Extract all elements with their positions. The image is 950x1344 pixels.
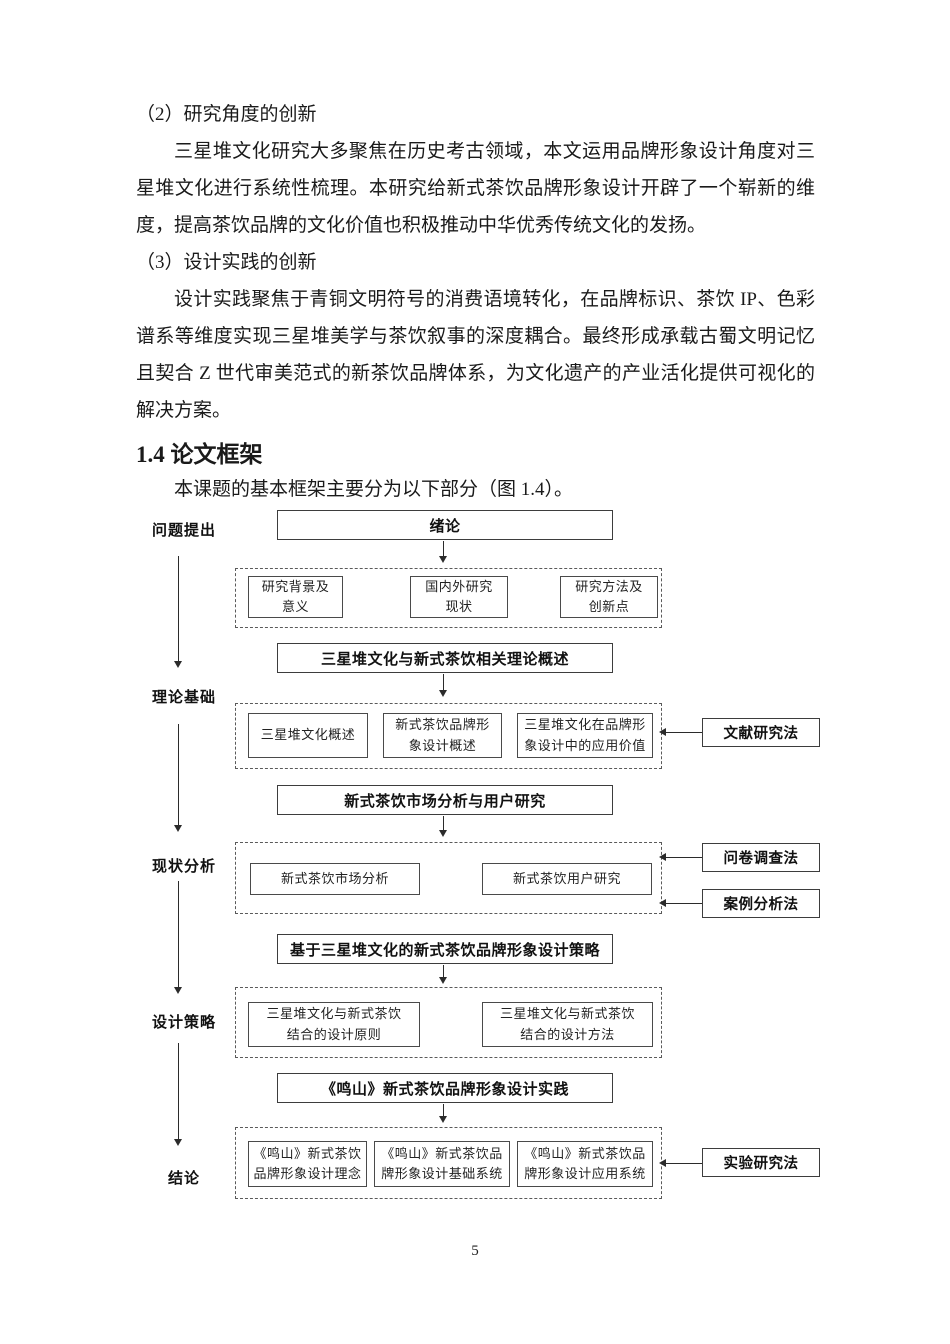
method-box-questionnaire: 问卷调查法 bbox=[702, 843, 820, 872]
section-heading: 1.4 论文框架 bbox=[136, 442, 263, 467]
flow-sub-application-value: 三星堆文化在品牌形象设计中的应用价值 bbox=[517, 713, 653, 758]
stage-label-analysis: 现状分析 bbox=[151, 858, 216, 875]
flow-sub-design-methods: 三星堆文化与新式茶饮结合的设计方法 bbox=[482, 1002, 653, 1047]
down-arrow-3 bbox=[438, 816, 447, 837]
framework-diagram: 问题提出 理论基础 现状分析 设计策略 结论 绪论 研究背景及意义 国内外研究现… bbox=[0, 505, 950, 1220]
para2-title: （2）研究角度的创新 bbox=[136, 104, 317, 125]
stage-label-conclusion: 结论 bbox=[167, 1170, 200, 1187]
stage-arrow-1 bbox=[173, 556, 182, 668]
left-arrow-literature bbox=[659, 727, 702, 736]
flow-sub-tea-brand-overview: 新式茶饮品牌形象设计概述 bbox=[383, 713, 502, 758]
method-box-literature: 文献研究法 bbox=[702, 718, 820, 747]
flow-sub-design-principles: 三星堆文化与新式茶饮结合的设计原则 bbox=[248, 1002, 420, 1047]
stage-arrow-3 bbox=[173, 881, 182, 994]
down-arrow-4 bbox=[438, 965, 447, 984]
flow-header-introduction: 绪论 bbox=[277, 510, 613, 540]
flow-sub-methods: 研究方法及创新点 bbox=[560, 576, 658, 618]
flow-header-theory: 三星堆文化与新式茶饮相关理论概述 bbox=[277, 643, 613, 673]
flow-header-strategy: 基于三星堆文化的新式茶饮品牌形象设计策略 bbox=[277, 934, 613, 964]
flow-sub-background: 研究背景及意义 bbox=[248, 576, 343, 618]
flow-sub-status: 国内外研究现状 bbox=[410, 576, 508, 618]
flow-sub-market-analysis: 新式茶饮市场分析 bbox=[250, 863, 420, 895]
stage-arrow-4 bbox=[173, 1043, 182, 1146]
flow-sub-basic-system: 《鸣山》新式茶饮品牌形象设计基础系统 bbox=[374, 1141, 510, 1187]
flow-sub-application-system: 《鸣山》新式茶饮品牌形象设计应用系统 bbox=[517, 1141, 653, 1187]
flow-sub-user-research: 新式茶饮用户研究 bbox=[482, 863, 652, 895]
para2-body: 三星堆文化研究大多聚焦在历史考古领域，本文运用品牌形象设计角度对三星堆文化进行系… bbox=[136, 141, 815, 236]
down-arrow-5 bbox=[438, 1104, 447, 1123]
para3-title: （3）设计实践的创新 bbox=[136, 252, 317, 273]
section-intro: 本课题的基本框架主要分为以下部分（图 1.4）。 bbox=[174, 479, 574, 500]
flow-sub-design-concept: 《鸣山》新式茶饮品牌形象设计理念 bbox=[248, 1141, 367, 1187]
flow-header-market: 新式茶饮市场分析与用户研究 bbox=[277, 785, 613, 815]
body-text: （2）研究角度的创新 三星堆文化研究大多聚焦在历史考古领域，本文运用品牌形象设计… bbox=[136, 96, 815, 508]
left-arrow-experiment bbox=[659, 1158, 702, 1167]
stage-label-problem: 问题提出 bbox=[151, 522, 216, 539]
para3-body: 设计实践聚焦于青铜文明符号的消费语境转化，在品牌标识、茶饮 IP、色彩谱系等维度… bbox=[136, 289, 815, 421]
down-arrow-1 bbox=[438, 541, 447, 563]
down-arrow-2 bbox=[438, 674, 447, 697]
left-arrow-questionnaire bbox=[659, 852, 702, 861]
flow-sub-sanxingdui-overview: 三星堆文化概述 bbox=[248, 713, 368, 758]
stage-arrow-2 bbox=[173, 724, 182, 832]
page-number: 5 bbox=[471, 1243, 479, 1259]
stage-label-strategy: 设计策略 bbox=[151, 1014, 216, 1031]
method-box-experiment: 实验研究法 bbox=[702, 1148, 820, 1177]
method-box-case-study: 案例分析法 bbox=[702, 889, 820, 918]
flow-header-practice: 《鸣山》新式茶饮品牌形象设计实践 bbox=[277, 1073, 613, 1103]
left-arrow-case-study bbox=[659, 898, 702, 907]
stage-label-theory: 理论基础 bbox=[151, 689, 216, 706]
